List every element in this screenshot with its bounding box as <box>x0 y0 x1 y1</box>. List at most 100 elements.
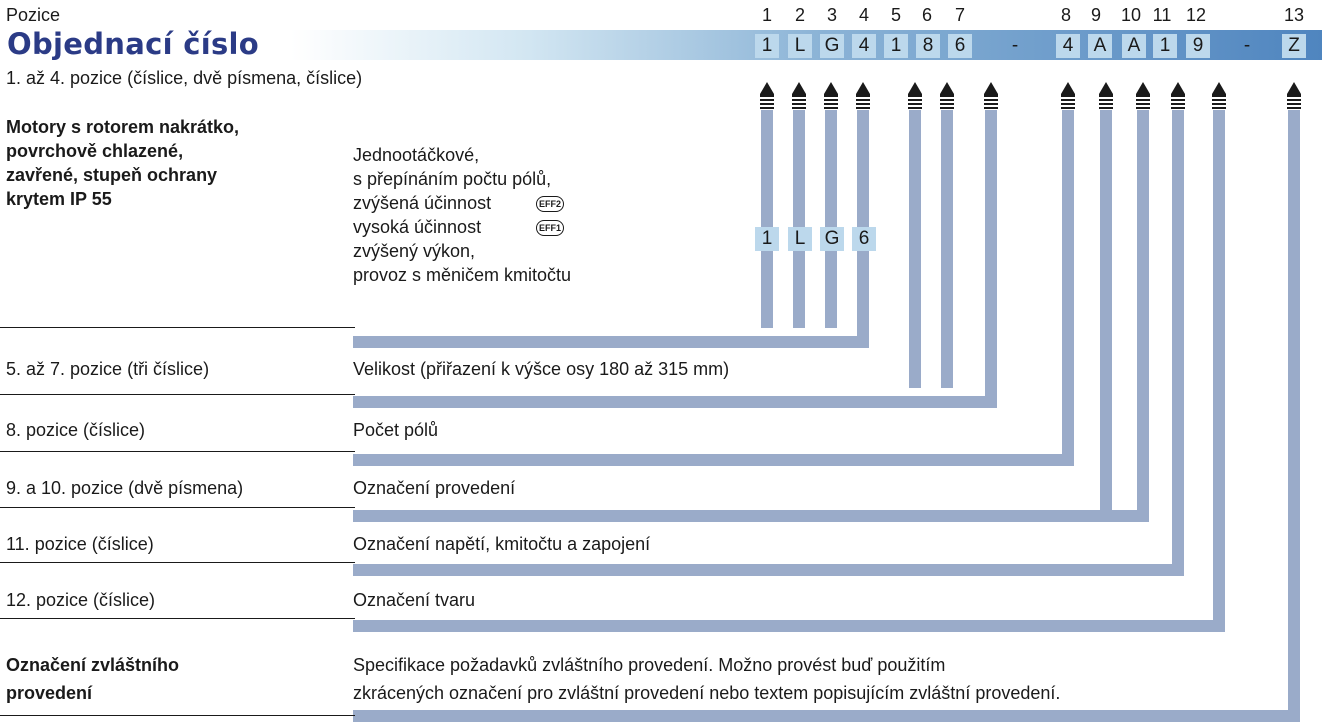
code-box-11: 1 <box>1153 34 1177 58</box>
code-box-3: G <box>820 34 844 58</box>
alt-code-box-4: 6 <box>852 227 876 251</box>
code-box-6: 8 <box>916 34 940 58</box>
special-title-line-2: provedení <box>6 683 93 703</box>
connector-5 <box>909 110 921 388</box>
code-box-12: 9 <box>1186 34 1210 58</box>
connector-h-11 <box>353 564 1184 576</box>
arrow-head-2 <box>792 82 806 109</box>
code-box-1: 1 <box>755 34 779 58</box>
connector-11 <box>1172 110 1184 576</box>
position-number-13: 13 <box>1283 5 1305 25</box>
section1-heading: 1. až 4. pozice (číslice, dvě písmena, č… <box>6 68 363 88</box>
position-number-11: 11 <box>1152 5 1172 25</box>
code-box-7: 6 <box>948 34 972 58</box>
arrow-head-1 <box>760 82 774 109</box>
code-box-5: 1 <box>884 34 908 58</box>
connector-h-1-4 <box>353 336 869 348</box>
arrow-head-7 <box>984 82 998 109</box>
connector-h-5-7 <box>353 396 997 408</box>
row-3-description: Označení provedení <box>353 478 516 498</box>
arrow-head-9 <box>1099 82 1113 109</box>
divider-6 <box>0 618 355 619</box>
pozice-label: Pozice <box>6 5 61 25</box>
alt-code-box-1: 1 <box>755 227 779 251</box>
position-number-2: 2 <box>794 5 805 25</box>
code-box-4: 4 <box>852 34 876 58</box>
special-desc-line-2: zkrácených označení pro zvláštní provede… <box>353 683 1061 703</box>
code-box-10: A <box>1122 34 1146 58</box>
connector-6 <box>941 110 953 388</box>
row-4-description: Označení napětí, kmitočtu a zapojení <box>353 534 651 554</box>
alt-code-box-3: G <box>820 227 844 251</box>
code-box-2: L <box>788 34 812 58</box>
position-number-1: 1 <box>761 5 772 25</box>
row-5-position: 12. pozice (číslice) <box>6 590 156 610</box>
motor-desc-line-4: vysoká účinnost <box>353 217 482 237</box>
row-2-description: Počet pólů <box>353 420 439 440</box>
row-3-position: 9. a 10. pozice (dvě písmena) <box>6 478 244 498</box>
row-4-position: 11. pozice (číslice) <box>6 534 154 554</box>
position-number-3: 3 <box>826 5 837 25</box>
motor-desc-line-1: Jednootáčkové, <box>353 145 480 165</box>
code-box-13: Z <box>1282 34 1306 58</box>
connector-9 <box>1100 110 1112 522</box>
divider-7 <box>0 715 355 716</box>
code-dash-2: - <box>1243 35 1251 56</box>
special-title-line-1: Označení zvláštního <box>6 655 180 675</box>
eff1-badge: EFF1 <box>536 220 564 236</box>
divider-1 <box>0 327 355 328</box>
motor-desc-line-5: zvýšený výkon, <box>353 241 476 261</box>
motor-type-line-4: krytem IP 55 <box>6 189 112 209</box>
connector-1 <box>761 110 773 328</box>
arrow-head-3 <box>824 82 838 109</box>
row-5-description: Označení tvaru <box>353 590 476 610</box>
position-number-9: 9 <box>1090 5 1101 25</box>
position-number-10: 10 <box>1120 5 1142 25</box>
row-1-position: 5. až 7. pozice (tři číslice) <box>6 359 210 379</box>
position-number-5: 5 <box>890 5 901 25</box>
code-box-8: 4 <box>1056 34 1080 58</box>
eff2-badge: EFF2 <box>536 196 564 212</box>
position-number-6: 6 <box>921 5 932 25</box>
connector-10 <box>1137 110 1149 522</box>
motor-desc-line-2: s přepínáním počtu pólů, <box>353 169 552 189</box>
connector-h-12 <box>353 620 1225 632</box>
position-number-12: 12 <box>1185 5 1207 25</box>
motor-type-line-3: zavřené, stupeň ochrany <box>6 165 218 185</box>
position-number-8: 8 <box>1060 5 1071 25</box>
arrow-head-10 <box>1136 82 1150 109</box>
connector-12 <box>1213 110 1225 632</box>
arrow-head-5 <box>908 82 922 109</box>
connector-13 <box>1288 110 1300 722</box>
motor-desc-line-6: provoz s měničem kmitočtu <box>353 265 572 285</box>
divider-3 <box>0 451 355 452</box>
connector-h-13 <box>353 710 1300 722</box>
arrow-head-8 <box>1061 82 1075 109</box>
arrow-head-11 <box>1171 82 1185 109</box>
special-desc-line-1: Specifikace požadavků zvláštního provede… <box>353 655 946 675</box>
code-box-9: A <box>1088 34 1112 58</box>
row-2-position: 8. pozice (číslice) <box>6 420 146 440</box>
motor-type-line-1: Motory s rotorem nakrátko, <box>6 117 240 137</box>
connector-3 <box>825 110 837 328</box>
arrow-head-4 <box>856 82 870 109</box>
divider-4 <box>0 507 355 508</box>
position-number-7: 7 <box>954 5 965 25</box>
divider-2 <box>0 394 355 395</box>
motor-type-line-2: povrchově chlazené, <box>6 141 184 161</box>
connector-h-9-10 <box>353 510 1149 522</box>
arrow-head-13 <box>1287 82 1301 109</box>
connector-8 <box>1062 110 1074 466</box>
arrow-heads <box>760 82 1301 109</box>
divider-5 <box>0 562 355 563</box>
alt-code-box-2: L <box>788 227 812 251</box>
code-dash-1: - <box>1011 35 1019 56</box>
motor-desc-line-3: zvýšená účinnost <box>353 193 492 213</box>
arrow-head-12 <box>1212 82 1226 109</box>
arrow-head-6 <box>940 82 954 109</box>
row-1-description: Velikost (přiřazení k výšce osy 180 až 3… <box>353 359 730 379</box>
position-number-4: 4 <box>858 5 869 25</box>
page-title: Objednací číslo <box>7 27 259 61</box>
connector-2 <box>793 110 805 328</box>
connector-h-8 <box>353 454 1074 466</box>
